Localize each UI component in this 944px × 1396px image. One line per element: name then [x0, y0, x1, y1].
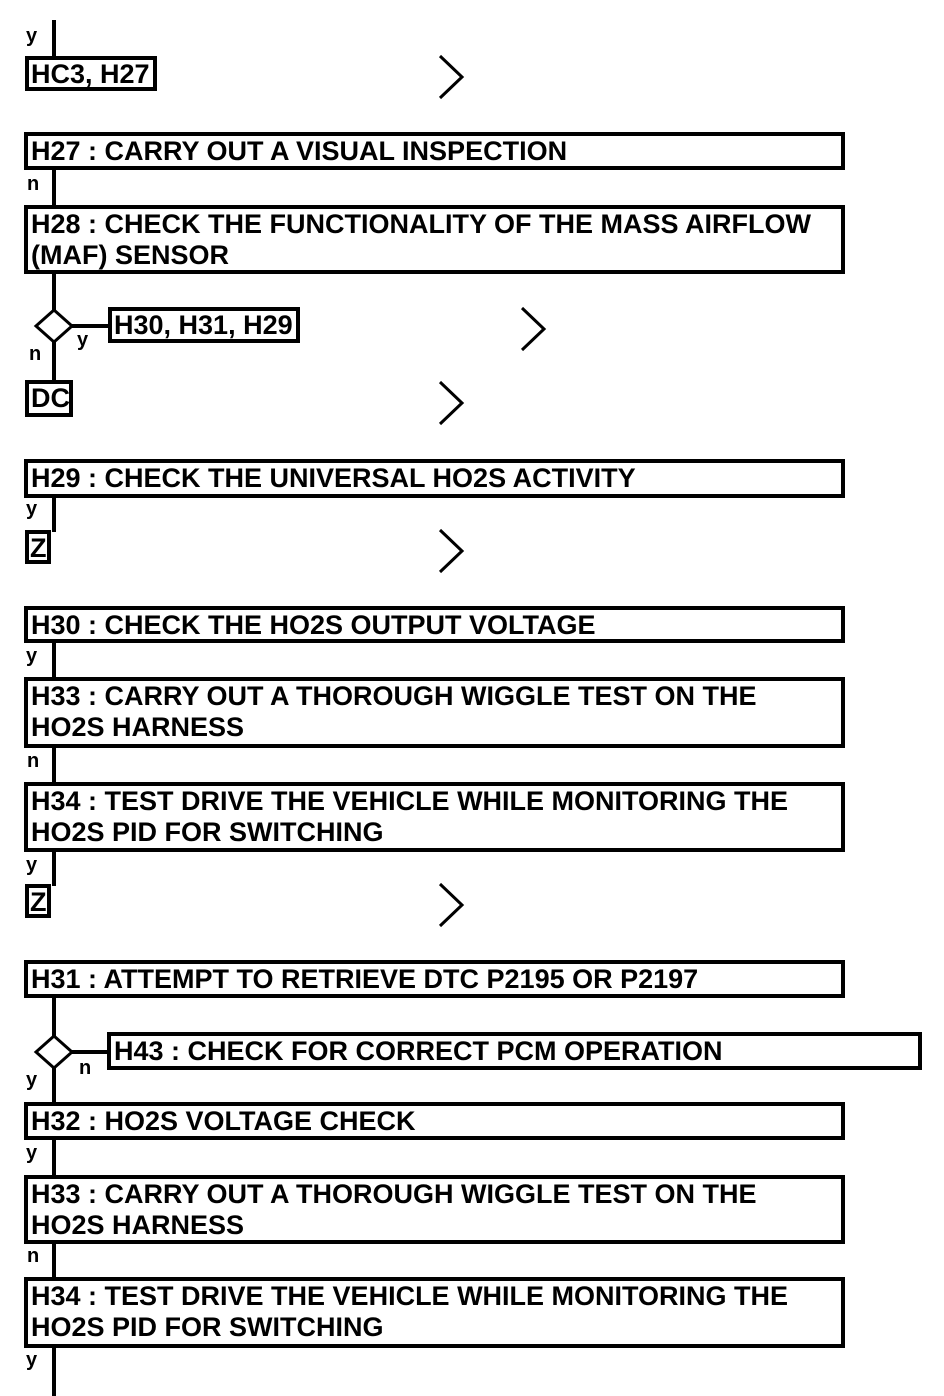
- reference-box[interactable]: HC3, H27: [25, 56, 157, 91]
- yes-label: y: [26, 25, 38, 47]
- step-h34[interactable]: H34 : TEST DRIVE THE VEHICLE WHILE MONIT…: [24, 782, 845, 852]
- chevron-right-icon[interactable]: [438, 882, 465, 928]
- decision-diamond: [33, 307, 75, 345]
- chevron-right-icon[interactable]: [520, 306, 547, 352]
- reference-box[interactable]: DC: [25, 380, 73, 417]
- step-h33[interactable]: H33 : CARRY OUT A THOROUGH WIGGLE TEST O…: [24, 1175, 845, 1244]
- decision-diamond: [33, 1033, 75, 1071]
- step-h30[interactable]: H30 : CHECK THE HO2S OUTPUT VOLTAGE: [24, 606, 845, 643]
- step-h32[interactable]: H32 : HO2S VOLTAGE CHECK: [24, 1102, 845, 1140]
- no-label: n: [27, 173, 40, 195]
- no-label: n: [27, 750, 40, 772]
- chevron-right-icon[interactable]: [438, 528, 465, 574]
- step-h34[interactable]: H34 : TEST DRIVE THE VEHICLE WHILE MONIT…: [24, 1277, 845, 1348]
- step-h27[interactable]: H27 : CARRY OUT A VISUAL INSPECTION: [24, 132, 845, 170]
- step-h33[interactable]: H33 : CARRY OUT A THOROUGH WIGGLE TEST O…: [24, 677, 845, 748]
- reference-box[interactable]: H30, H31, H29: [108, 307, 300, 343]
- chevron-right-icon[interactable]: [438, 380, 465, 426]
- yes-label: y: [26, 645, 38, 667]
- yes-label: y: [77, 329, 89, 351]
- reference-box[interactable]: Z: [25, 884, 51, 918]
- step-h43[interactable]: H43 : CHECK FOR CORRECT PCM OPERATION: [107, 1032, 922, 1070]
- reference-box[interactable]: Z: [25, 530, 51, 564]
- no-label: n: [29, 343, 42, 365]
- no-label: n: [27, 1245, 40, 1267]
- yes-label: y: [26, 854, 38, 876]
- yes-label: y: [26, 1349, 38, 1371]
- yes-label: y: [26, 498, 38, 520]
- yes-label: y: [26, 1069, 38, 1091]
- no-label: n: [79, 1057, 92, 1079]
- step-h29[interactable]: H29 : CHECK THE UNIVERSAL HO2S ACTIVITY: [24, 459, 845, 498]
- chevron-right-icon[interactable]: [438, 54, 465, 100]
- step-h28[interactable]: H28 : CHECK THE FUNCTIONALITY OF THE MAS…: [24, 205, 845, 274]
- yes-label: y: [26, 1142, 38, 1164]
- step-h31[interactable]: H31 : ATTEMPT TO RETRIEVE DTC P2195 OR P…: [24, 960, 845, 998]
